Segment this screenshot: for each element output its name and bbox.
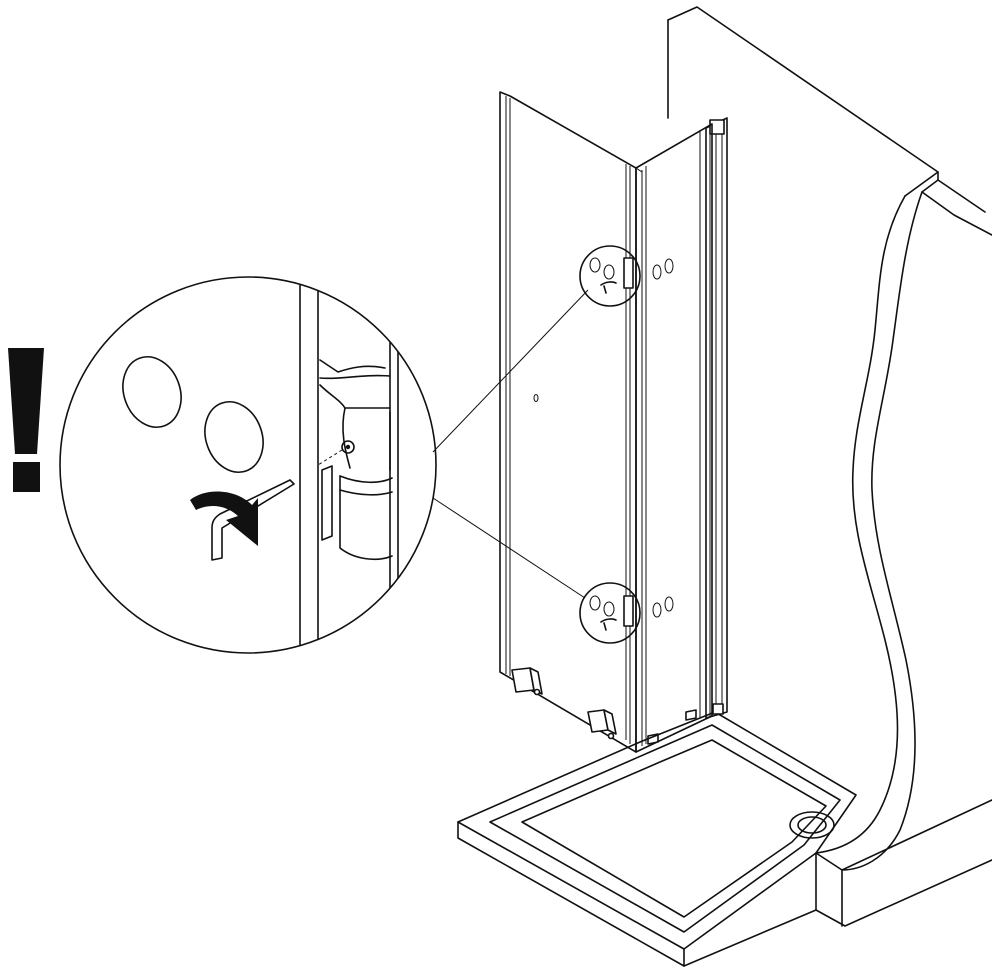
shower-tray (457, 711, 857, 967)
detail-magnifier (59, 276, 437, 654)
clockwise-arrow-icon (190, 491, 258, 546)
bottom-bracket (511, 667, 543, 696)
outer-glass-panel (499, 91, 637, 753)
drain-icon (789, 811, 835, 839)
hinge-callout-bottom (579, 582, 641, 644)
bottom-bracket (587, 709, 617, 740)
hinge-callout-top (579, 245, 641, 307)
inner-glass-panel (635, 123, 713, 753)
warning-exclamation-icon (8, 348, 44, 492)
screw-icon (341, 440, 355, 454)
wall-profile (705, 117, 728, 719)
leader-lines (432, 289, 589, 599)
knob-hole (533, 394, 539, 402)
wall (667, 6, 992, 927)
